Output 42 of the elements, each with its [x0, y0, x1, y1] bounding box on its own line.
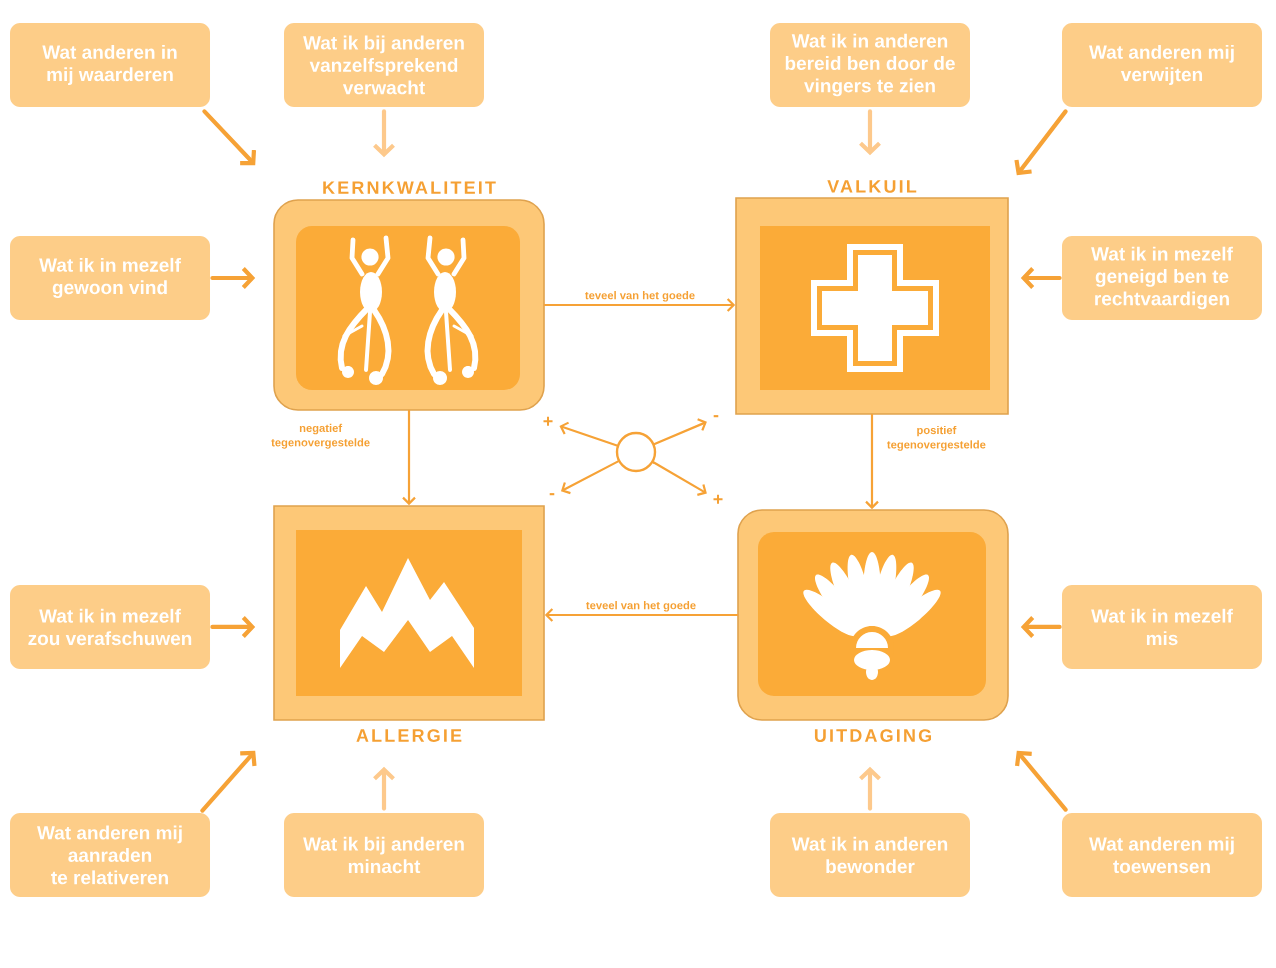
arrow	[559, 421, 618, 447]
node-label: KERNKWALITEIT	[323, 181, 496, 194]
arrow	[1015, 750, 1068, 812]
arrow	[652, 461, 707, 496]
arrow	[859, 766, 881, 811]
arrow	[402, 409, 416, 506]
arrow	[373, 109, 395, 158]
arrow	[373, 766, 395, 811]
callout-box: Wat ik in anderen bewonder	[770, 813, 970, 897]
arrow	[210, 616, 256, 638]
callout-box: Wat anderen in mij waarderen	[10, 23, 210, 107]
arrow	[202, 109, 257, 166]
polarity-sign: -	[713, 415, 719, 418]
callout-box: Wat ik in mezelf gewoon vind	[10, 236, 210, 320]
callout-box: Wat ik in mezelf mis	[1062, 584, 1262, 669]
callout-box: Wat anderen mij aanraden te relativeren	[10, 813, 210, 897]
callout-box: Wat ik in anderen bereid ben door de vingers te zien	[770, 23, 970, 107]
callout-box: Wat ik in mezelf geneigd ben te rechtvaardigen	[1062, 236, 1262, 320]
arrow	[1020, 616, 1062, 638]
arrow	[544, 608, 739, 622]
callout-box: Wat ik in mezelf zou verafschuwen	[10, 584, 210, 669]
node-label: VALKUIL	[827, 180, 917, 193]
callout-box: Wat anderen mij verwijten	[1062, 23, 1262, 107]
arrow	[210, 267, 256, 289]
polarity-sign: +	[713, 494, 723, 504]
callout-box: Wat ik bij anderen minacht	[284, 813, 484, 897]
arrow	[865, 413, 879, 510]
hub-circle	[615, 431, 657, 473]
arrow	[1020, 267, 1062, 289]
arrow	[200, 750, 257, 813]
arrow	[543, 298, 736, 312]
callout-box: Wat ik bij anderen vanzelfsprekend verwacht	[284, 23, 484, 107]
quadrant-box: KERNKWALITEIT	[273, 181, 545, 411]
callout-box: Wat anderen mij toewensen	[1062, 813, 1262, 897]
arrow	[859, 109, 881, 156]
arrow	[560, 460, 620, 495]
node-label: UITDAGING	[814, 729, 932, 742]
polarity-sign: +	[543, 416, 553, 426]
polarity-sign: -	[549, 493, 555, 496]
arrow	[653, 418, 707, 446]
node-label: ALLERGIE	[356, 729, 462, 742]
arrow	[1014, 109, 1068, 176]
